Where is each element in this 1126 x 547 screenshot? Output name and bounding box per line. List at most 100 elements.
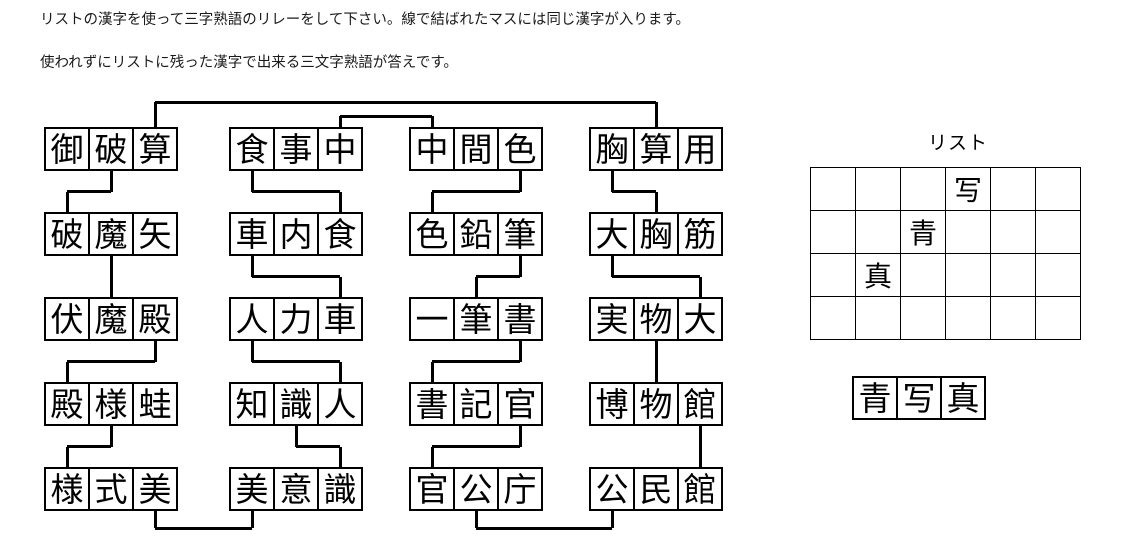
list-cell[interactable] <box>945 253 991 297</box>
puzzle-grid: 御破算破魔矢伏魔殿殿様蛙様式美食事中車内食人力車知識人美意識中間色色鉛筆一筆書書… <box>44 100 723 530</box>
kanji-cell[interactable]: 書 <box>497 297 543 341</box>
kanji-cell[interactable]: 魔 <box>88 212 134 256</box>
kanji-cell[interactable]: 識 <box>317 467 363 511</box>
connector-segment <box>109 256 113 277</box>
list-cell[interactable] <box>1035 296 1081 340</box>
kanji-cell[interactable]: 胸 <box>589 127 635 171</box>
kanji-cell[interactable]: 食 <box>317 212 363 256</box>
kanji-cell[interactable]: 庁 <box>497 467 543 511</box>
list-cell[interactable] <box>990 167 1036 211</box>
kanji-cell[interactable]: 美 <box>132 467 178 511</box>
list-cell[interactable] <box>945 210 991 254</box>
kanji-cell[interactable]: 様 <box>88 382 134 426</box>
kanji-cell[interactable]: 公 <box>453 467 499 511</box>
kanji-cell[interactable]: 間 <box>453 127 499 171</box>
kanji-cell[interactable]: 人 <box>317 382 363 426</box>
list-cell[interactable] <box>900 296 946 340</box>
kanji-cell[interactable]: 大 <box>677 297 723 341</box>
kanji-cell[interactable]: 破 <box>44 212 90 256</box>
kanji-cell[interactable]: 中 <box>317 127 363 171</box>
kanji-cell[interactable]: 算 <box>633 127 679 171</box>
connector-segment <box>654 361 658 382</box>
kanji-cell[interactable]: 車 <box>229 212 275 256</box>
kanji-cell[interactable]: 中 <box>409 127 455 171</box>
kanji-cell[interactable]: 官 <box>409 467 455 511</box>
word-block: 胸算用 <box>589 127 723 171</box>
kanji-cell[interactable]: 筆 <box>497 212 543 256</box>
kanji-cell[interactable]: 識 <box>273 382 319 426</box>
kanji-cell[interactable]: 御 <box>44 127 90 171</box>
kanji-cell[interactable]: 大 <box>589 212 635 256</box>
kanji-cell[interactable]: 力 <box>273 297 319 341</box>
kanji-cell[interactable]: 胸 <box>633 212 679 256</box>
kanji-cell[interactable]: 人 <box>229 297 275 341</box>
kanji-cell[interactable]: 美 <box>229 467 275 511</box>
kanji-cell[interactable]: 色 <box>409 212 455 256</box>
kanji-cell[interactable]: 知 <box>229 382 275 426</box>
word-block: 色鉛筆 <box>409 212 543 256</box>
bridge-segment <box>338 116 342 127</box>
kanji-cell[interactable]: 車 <box>317 297 363 341</box>
kanji-cell[interactable]: 伏 <box>44 297 90 341</box>
kanji-cell[interactable]: 館 <box>677 467 723 511</box>
list-cell[interactable] <box>1035 167 1081 211</box>
list-cell[interactable] <box>855 167 901 211</box>
kanji-cell[interactable]: 内 <box>273 212 319 256</box>
kanji-cell[interactable]: 筋 <box>677 212 723 256</box>
kanji-cell[interactable]: 矢 <box>132 212 178 256</box>
list-cell[interactable] <box>855 296 901 340</box>
kanji-cell[interactable]: 食 <box>229 127 275 171</box>
list-cell[interactable] <box>900 253 946 297</box>
kanji-cell[interactable]: 一 <box>409 297 455 341</box>
connector-segment <box>654 191 658 212</box>
kanji-cell[interactable]: 殿 <box>132 297 178 341</box>
kanji-cell[interactable]: 殿 <box>44 382 90 426</box>
list-cell[interactable] <box>810 210 856 254</box>
connector-segment <box>430 191 434 212</box>
kanji-cell[interactable]: 実 <box>589 297 635 341</box>
kanji-cell[interactable]: 館 <box>677 382 723 426</box>
connector-segment <box>338 276 342 297</box>
kanji-cell[interactable]: 算 <box>132 127 178 171</box>
kanji-cell[interactable]: 民 <box>633 467 679 511</box>
connector-segment <box>67 360 155 363</box>
kanji-cell[interactable]: 魔 <box>88 297 134 341</box>
kanji-cell[interactable]: 色 <box>497 127 543 171</box>
list-cell[interactable]: 写 <box>945 167 991 211</box>
kanji-cell[interactable]: 破 <box>88 127 134 171</box>
connector-segment <box>250 256 254 277</box>
kanji-cell[interactable]: 様 <box>44 467 90 511</box>
list-cell[interactable] <box>945 296 991 340</box>
kanji-cell[interactable]: 書 <box>409 382 455 426</box>
kanji-cell[interactable]: 鉛 <box>453 212 499 256</box>
kanji-cell[interactable]: 記 <box>453 382 499 426</box>
kanji-cell[interactable]: 物 <box>633 297 679 341</box>
list-cell[interactable] <box>810 253 856 297</box>
kanji-cell[interactable]: 式 <box>88 467 134 511</box>
kanji-cell[interactable]: 筆 <box>453 297 499 341</box>
kanji-cell[interactable]: 蛙 <box>132 382 178 426</box>
list-cell[interactable] <box>1035 253 1081 297</box>
list-cell[interactable] <box>855 210 901 254</box>
list-cell[interactable] <box>900 167 946 211</box>
list-cell[interactable] <box>990 296 1036 340</box>
word-block: 車内食 <box>229 212 363 256</box>
kanji-cell[interactable]: 意 <box>273 467 319 511</box>
kanji-cell[interactable]: 公 <box>589 467 635 511</box>
kanji-cell[interactable]: 博 <box>589 382 635 426</box>
list-title: リスト <box>927 133 988 154</box>
connector-segment <box>476 275 520 278</box>
list-cell[interactable]: 真 <box>855 253 901 297</box>
kanji-cell[interactable]: 物 <box>633 382 679 426</box>
kanji-cell[interactable]: 用 <box>677 127 723 171</box>
kanji-cell[interactable]: 官 <box>497 382 543 426</box>
list-cell[interactable] <box>810 296 856 340</box>
list-cell[interactable] <box>810 167 856 211</box>
list-cell[interactable] <box>990 210 1036 254</box>
list-cell[interactable]: 青 <box>900 210 946 254</box>
bridge-segment <box>153 511 157 528</box>
kanji-cell[interactable]: 事 <box>273 127 319 171</box>
list-row: 写 <box>810 167 1081 211</box>
list-cell[interactable] <box>990 253 1036 297</box>
list-cell[interactable] <box>1035 210 1081 254</box>
